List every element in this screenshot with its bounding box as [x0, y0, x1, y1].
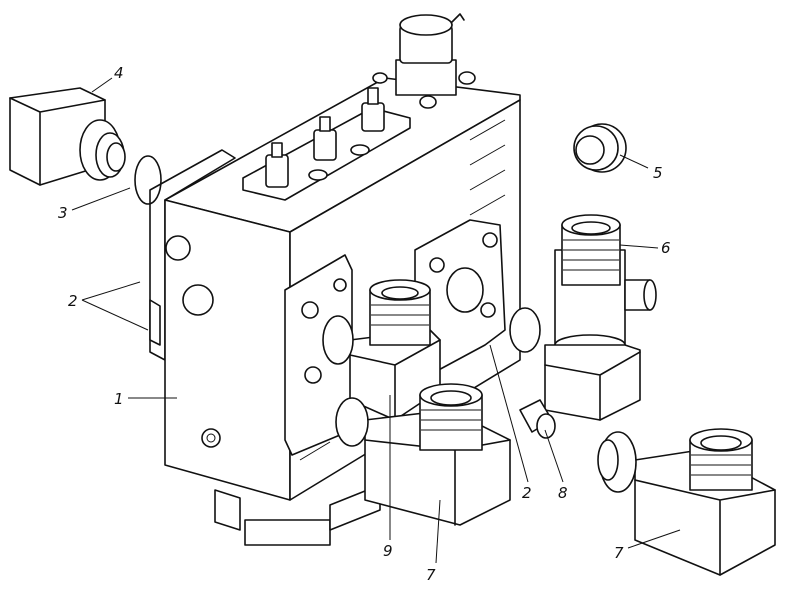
callout-labels: 1 2 2 3 4 5 6 7 7 8 9 — [58, 64, 671, 584]
callout-2-right: 2 — [522, 484, 532, 502]
part-9-elbow-fitting — [322, 279, 441, 421]
top-hex-plug — [395, 13, 465, 96]
callout-1: 1 — [114, 390, 124, 408]
callout-7-right: 7 — [614, 544, 624, 562]
top-valve-studs — [265, 71, 476, 188]
callout-7-center: 7 — [426, 566, 436, 584]
leader-lines — [71, 77, 681, 564]
callout-2-left: 2 — [68, 292, 78, 310]
callout-9: 9 — [383, 542, 393, 560]
part-5-plug — [573, 123, 627, 173]
part-6-tee-fitting — [509, 214, 657, 421]
part-4-end-cap — [9, 87, 126, 186]
callout-6: 6 — [661, 239, 671, 257]
part-3-o-ring — [134, 155, 162, 205]
callout-4: 4 — [114, 64, 124, 82]
callout-8: 8 — [558, 484, 568, 502]
part-7-elbow-fitting-center — [335, 383, 511, 526]
part-7-elbow-fitting-right — [597, 428, 776, 576]
callout-5: 5 — [653, 164, 663, 182]
callout-3: 3 — [58, 204, 68, 222]
part-8-screw — [519, 399, 556, 439]
